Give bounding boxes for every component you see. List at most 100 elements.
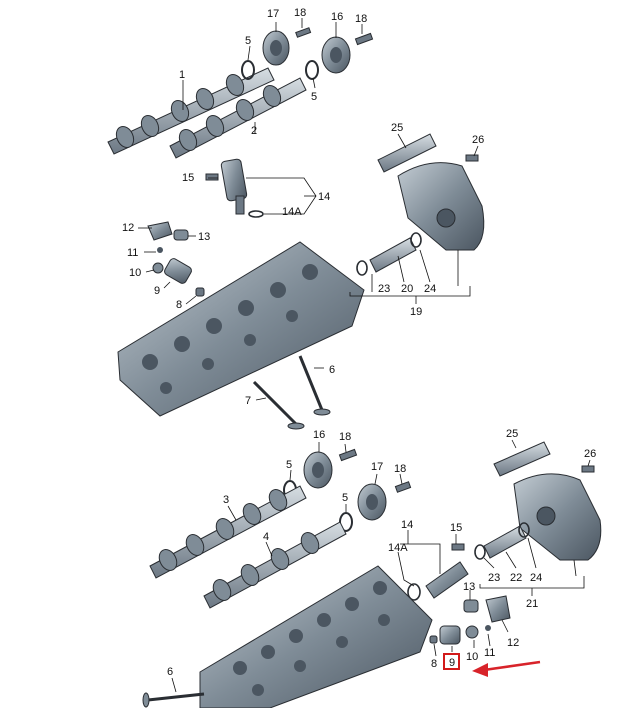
label-25-top: 25 — [391, 122, 403, 134]
label-12-top: 12 — [122, 222, 134, 234]
part-25-top — [377, 133, 437, 173]
leader-lines-top — [138, 18, 479, 401]
shaft-20-top — [369, 237, 417, 273]
label-21-bottom: 21 — [526, 598, 538, 610]
label-12-bottom: 12 — [507, 637, 519, 649]
label-13-top: 13 — [198, 231, 210, 243]
top-assembly: 17 18 16 18 5 1 5 2 25 26 15 14 14A 12 1… — [107, 7, 485, 430]
label-14a-bottom: 14A — [388, 542, 408, 554]
label-8-bottom: 8 — [431, 658, 437, 670]
rocker-12-top — [147, 221, 173, 241]
part-8-top — [195, 287, 205, 297]
label-14-top: 14 — [318, 191, 330, 203]
bolt-15-top — [205, 173, 219, 181]
label-2-top: 2 — [251, 125, 257, 137]
valve-6-top — [298, 355, 331, 416]
label-17-bottom: 17 — [371, 461, 383, 473]
label-7-top: 7 — [245, 395, 251, 407]
seal-14a-top — [248, 210, 264, 218]
rocker-12-bottom — [485, 595, 511, 623]
label-17-top: 17 — [267, 8, 279, 20]
control-valve-14-bottom — [407, 561, 469, 601]
label-23-bottom: 23 — [488, 572, 500, 584]
cylinder-head-top — [117, 241, 365, 417]
element-13-bottom — [463, 599, 479, 613]
label-16-top: 16 — [331, 11, 343, 23]
valve-spring-9-bottom — [439, 625, 461, 645]
label-11-bottom: 11 — [484, 647, 495, 659]
label-24-top: 24 — [424, 283, 436, 295]
label-25-bottom: 25 — [506, 428, 518, 440]
timing-cover-bottom — [513, 473, 602, 561]
label-5-bottom-a: 5 — [286, 459, 292, 471]
element-13-top — [173, 229, 189, 241]
label-15-top: 15 — [182, 172, 194, 184]
label-4-bottom: 4 — [263, 531, 269, 543]
part-25-bottom — [493, 441, 551, 477]
bolt-26-top — [465, 154, 479, 162]
label-18-top-b: 18 — [355, 13, 367, 25]
label-10-top: 10 — [129, 267, 141, 279]
o-ring-5-top-b — [305, 60, 319, 80]
control-valve-14-top — [220, 158, 248, 215]
label-6-bottom: 6 — [167, 666, 173, 678]
red-arrow-icon — [472, 660, 541, 677]
seal-24-top — [410, 232, 422, 248]
part-8-bottom — [429, 635, 438, 644]
label-9-bottom: 9 — [449, 657, 455, 669]
valve-7-top — [252, 380, 305, 430]
camshaft-3 — [149, 485, 307, 579]
camshaft-adjuster-17 — [262, 30, 290, 66]
label-1-top: 1 — [179, 69, 185, 81]
spring-retainer-10-top — [152, 262, 164, 274]
bolt-18-bottom-b — [394, 481, 412, 493]
label-5-top-b: 5 — [311, 91, 317, 103]
spring-retainer-10-bottom — [465, 625, 479, 639]
shaft-22-bottom — [483, 525, 527, 559]
seal-23-bottom — [474, 544, 486, 560]
label-10-bottom: 10 — [466, 651, 478, 663]
o-ring-5-top-a — [241, 60, 255, 80]
highlight-box-part-9 — [443, 653, 460, 670]
label-26-bottom: 26 — [584, 448, 596, 460]
labels-top: 17 18 16 18 5 1 5 2 25 26 15 14 14A 12 1… — [122, 7, 484, 407]
bolt-15-bottom — [451, 543, 465, 551]
bolt-18-bottom-a — [338, 448, 358, 462]
label-5-top-a: 5 — [245, 35, 251, 47]
seal-24-bottom — [518, 522, 530, 538]
camshaft-1 — [107, 67, 275, 155]
camshaft-adjuster-16-bottom — [303, 451, 333, 489]
label-6-top: 6 — [329, 364, 335, 376]
camshaft-adjuster-16 — [321, 36, 351, 74]
label-13-bottom: 13 — [463, 581, 475, 593]
cylinder-head-bottom — [199, 565, 433, 708]
timing-cover-top — [397, 162, 485, 251]
label-14a-top: 14A — [282, 206, 302, 218]
label-18-bottom-a: 18 — [339, 431, 351, 443]
label-11-top: 11 — [127, 247, 138, 259]
bolt-18-top-a — [295, 27, 312, 38]
bolt-26-bottom — [581, 465, 595, 473]
label-24-bottom: 24 — [530, 572, 542, 584]
label-14-bottom: 14 — [401, 519, 413, 531]
label-16-bottom: 16 — [313, 429, 325, 441]
camshaft-2 — [169, 77, 307, 159]
label-9-top: 9 — [154, 285, 160, 297]
bolt-18-top-b — [354, 32, 374, 46]
valve-spring-9-top — [164, 258, 192, 284]
camshaft-adjuster-17-bottom — [357, 483, 387, 521]
labels-bottom: 16 18 5 17 18 25 26 3 5 14 15 4 14A 23 2… — [167, 428, 596, 678]
label-26-top: 26 — [472, 134, 484, 146]
label-5-bottom-b: 5 — [342, 492, 348, 504]
label-20-top: 20 — [401, 283, 413, 295]
label-23-top: 23 — [378, 283, 390, 295]
camshaft-4 — [203, 521, 347, 609]
part-11-top — [157, 247, 163, 253]
bottom-assembly: 16 18 5 17 18 25 26 3 5 14 15 4 14A 23 2… — [142, 428, 602, 708]
label-22-bottom: 22 — [510, 572, 522, 584]
label-19-top: 19 — [410, 306, 422, 318]
leader-lines-bottom — [171, 439, 591, 693]
seal-23-top — [356, 260, 368, 276]
label-18-bottom-b: 18 — [394, 463, 406, 475]
